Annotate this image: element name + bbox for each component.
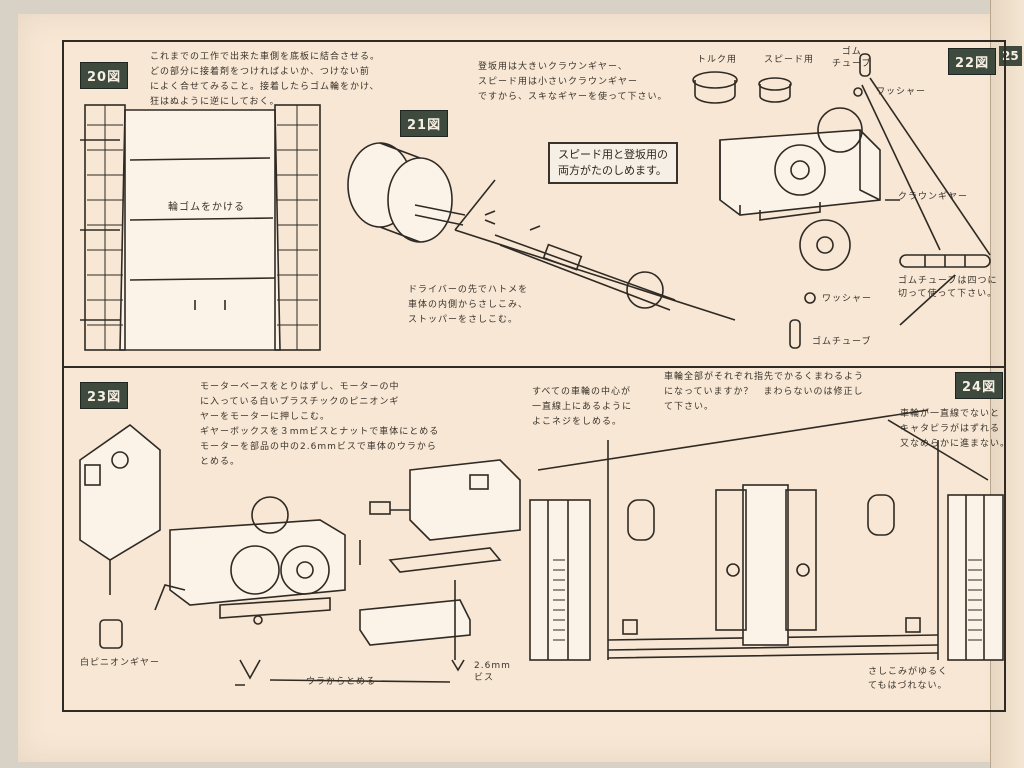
fig22-washer-top: ワッシャー bbox=[876, 87, 927, 97]
fig22-rubber-tube-top: ゴム チューブ bbox=[832, 47, 872, 69]
fig24-note-right: 車輪が一直線でないと キャタピラがはずれる 又なめらかに進まない。 bbox=[900, 409, 1011, 449]
fig24-note-top: 車輪全部がそれぞれ指先でかるくまわるよう になっていますか？ まわらないのは修正… bbox=[664, 372, 865, 412]
fig20-label: 20図 bbox=[80, 62, 129, 89]
diagram-frame bbox=[62, 40, 1006, 712]
fig23-motor-mount-drawing bbox=[79, 423, 521, 686]
fig22-rubber-tube-bottom: ゴムチューブ bbox=[812, 337, 872, 347]
fig22-speed-label: スピード用 bbox=[764, 55, 815, 65]
fig23-screw-label: 2.6mm ビス bbox=[474, 661, 511, 683]
fig20-tank-chassis-drawing bbox=[80, 104, 321, 351]
fig20-tag: 輪ゴムをかける bbox=[168, 202, 245, 213]
fig23-label: 23図 bbox=[80, 382, 129, 409]
fig24-suspension-drawing bbox=[529, 409, 1004, 661]
fig22-torque-label: トルク用 bbox=[697, 55, 738, 65]
fig21-note-bottom: ドライバーの先でハトメを 車体の内側からさしこみ、 ストッパーをさしこむ。 bbox=[408, 285, 529, 325]
fig22-washer-bottom: ワッシャー bbox=[822, 294, 873, 304]
fig20-note: これまでの工作で出来た車側を底板に結合させる。 どの部分に接着剤をつければよいか… bbox=[150, 52, 381, 107]
fig24-note-left: すべての車輪の中心が 一直線上にあるように よこネジをしめる。 bbox=[532, 387, 633, 427]
fig22-gearbox-drawing bbox=[692, 53, 991, 349]
fig21-note-top: 登坂用は大きいクラウンギヤー、 スピード用は小さいクラウンギヤー ですから、スキ… bbox=[478, 62, 668, 102]
fig21-label: 21図 bbox=[400, 110, 449, 137]
fig22-crown-gear-label: クラウンギヤー bbox=[898, 192, 969, 202]
frame-divider bbox=[62, 366, 1006, 368]
fig23-pinion-label: 白ピニオンギヤー bbox=[80, 658, 161, 668]
fig23-note: モーターベースをとりはずし、モーターの中 に入っている白いプラスチックのピニオン… bbox=[200, 382, 440, 467]
fig21-axle-assembly-drawing bbox=[347, 142, 736, 321]
fig24-label: 24図 bbox=[955, 372, 1004, 399]
fig23-back-label: ウラからとめる bbox=[306, 677, 377, 687]
fig21-boxed-note: スピード用と登坂用の 両方がたのしめます。 bbox=[548, 142, 678, 184]
fig24-note-bottom: さしこみがゆるく てもはづれない。 bbox=[868, 667, 949, 691]
fig22-label: 22図 bbox=[948, 48, 997, 75]
